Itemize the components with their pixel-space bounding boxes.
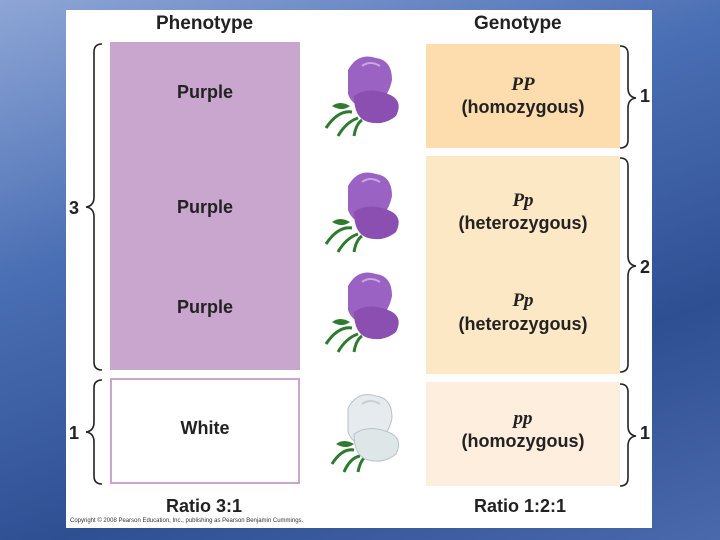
genotype-type-4: (homozygous) bbox=[461, 431, 585, 451]
white-phenotype-box bbox=[110, 378, 300, 484]
genotype-box-PP bbox=[426, 44, 620, 148]
phenotype-count-purple: 3 bbox=[69, 198, 80, 218]
phenotype-label-2: Purple bbox=[176, 197, 233, 217]
genotype-type-2: (heterozygous) bbox=[458, 213, 588, 233]
phenotype-ratio: Ratio 3:1 bbox=[166, 496, 243, 516]
purple-flower-2 bbox=[324, 172, 399, 253]
phenotype-label-4: White bbox=[180, 418, 230, 438]
genotype-bracket-pp bbox=[619, 383, 637, 487]
genotype-bracket-Pp bbox=[619, 157, 637, 373]
slide: Phenotype Genotype Purple Purple Purple … bbox=[66, 10, 652, 528]
genotype-box-pp bbox=[426, 382, 620, 486]
phenotype-count-white: 1 bbox=[69, 423, 80, 443]
genotype-header: Genotype bbox=[474, 13, 562, 34]
copyright-notice: Copyright © 2008 Pearson Education, Inc.… bbox=[70, 518, 304, 524]
phenotype-bracket-3 bbox=[85, 43, 103, 371]
phenotype-label-3: Purple bbox=[176, 297, 233, 317]
genotype-symbol-2: Pp bbox=[512, 190, 534, 211]
genotype-type-1: (homozygous) bbox=[461, 97, 585, 117]
purple-phenotype-box bbox=[110, 42, 300, 370]
genotype-symbol-1: PP bbox=[511, 74, 535, 95]
genotype-ratio: Ratio 1:2:1 bbox=[474, 496, 567, 516]
genotype-symbol-3: Pp bbox=[512, 290, 534, 311]
genotype-type-3: (heterozygous) bbox=[458, 314, 588, 334]
genotype-count-Pp: 2 bbox=[640, 257, 651, 277]
genotype-count-pp: 1 bbox=[640, 423, 651, 443]
genotype-bracket-PP bbox=[619, 45, 637, 149]
phenotype-header: Phenotype bbox=[156, 13, 254, 34]
phenotype-bracket-1 bbox=[85, 379, 103, 485]
genotype-count-PP: 1 bbox=[640, 86, 651, 106]
white-flower bbox=[330, 394, 400, 473]
purple-flower-1 bbox=[324, 56, 399, 137]
genotype-box-Pp bbox=[426, 156, 620, 374]
genotype-symbol-4: pp bbox=[513, 408, 533, 429]
phenotype-label-1: Purple bbox=[176, 82, 233, 102]
purple-flower-3 bbox=[324, 272, 399, 353]
